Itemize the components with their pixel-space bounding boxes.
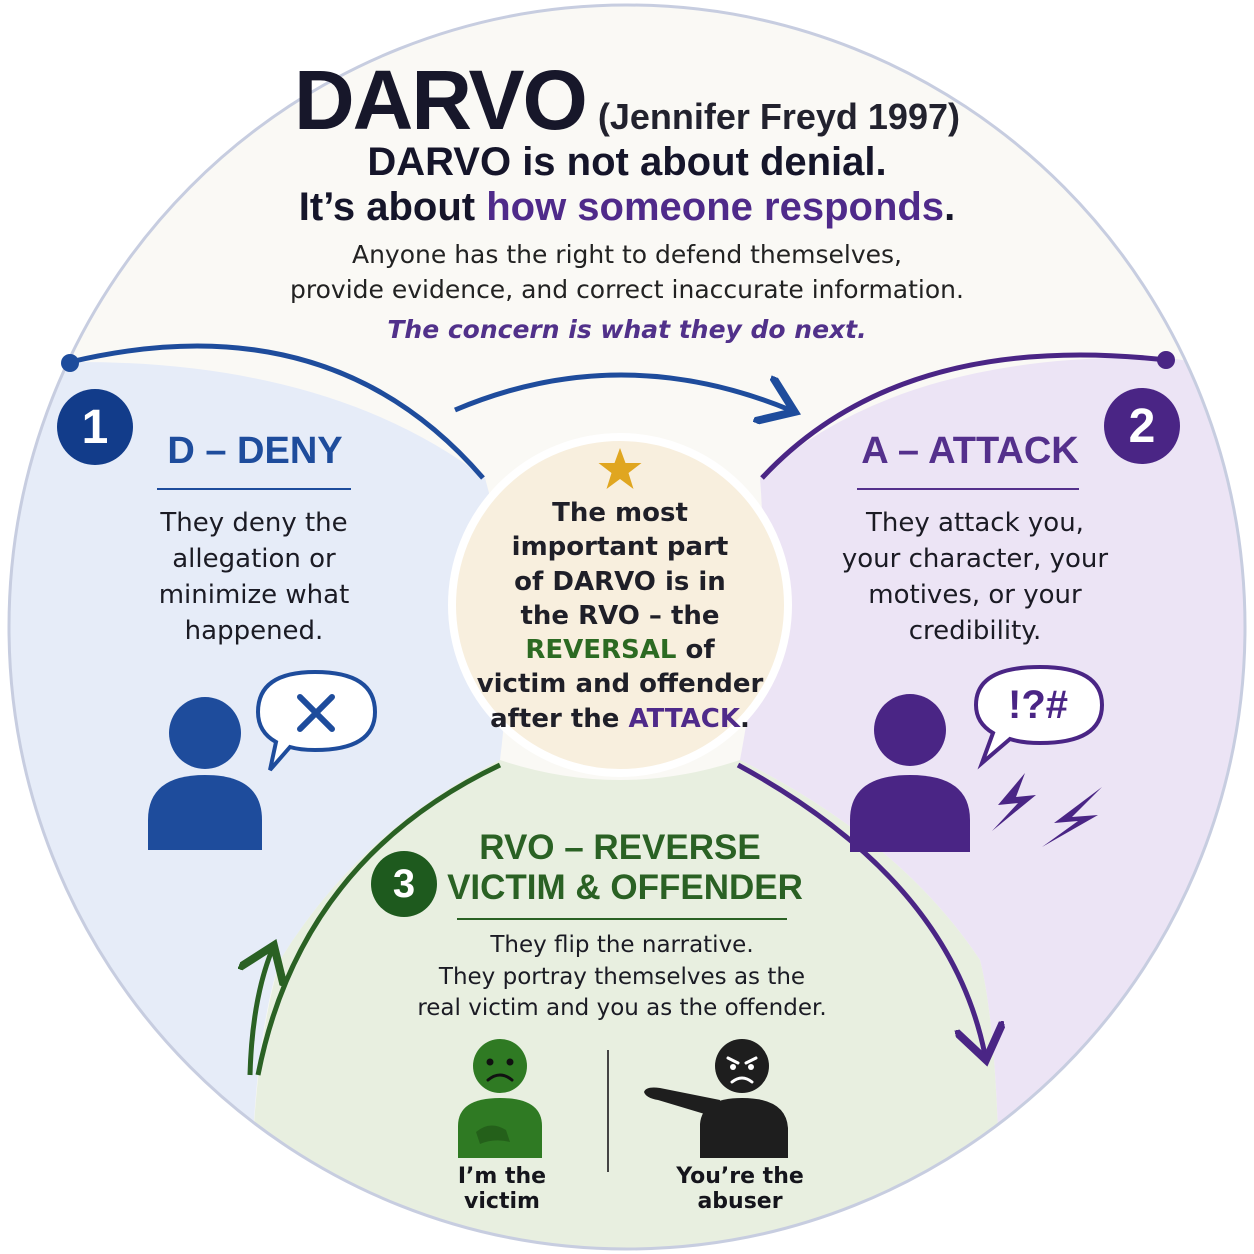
rvo-title-line-2: VICTIM & OFFENDER [447, 868, 803, 907]
step-2-badge: 2 [1104, 388, 1180, 464]
victim-caption-line: I’m the [457, 1164, 547, 1189]
rvo-line: real victim and you as the offender. [417, 995, 827, 1021]
deny-line: happened. [184, 616, 324, 646]
attack-line: credibility. [908, 616, 1042, 646]
angry-pointing-person-icon [644, 1039, 788, 1158]
step-1-badge: 1 [57, 389, 133, 465]
deny-line: They deny the [160, 508, 348, 538]
center-line: victim and offender [476, 669, 764, 700]
rvo-line: They flip the narrative. [490, 932, 754, 958]
center-line: of DARVO is in [514, 566, 726, 597]
center-line: REVERSAL of [470, 633, 770, 667]
concern-text: The concern is what they do next. [387, 315, 867, 344]
person-icon [850, 694, 970, 852]
center-line-7-suffix: . [740, 703, 750, 734]
attack-line: motives, or your [868, 580, 1082, 610]
title-row: DARVO(Jennifer Freyd 1997) [0, 52, 1254, 149]
attack-title: A – ATTACK [861, 430, 1079, 472]
speech-bubble-x-icon [255, 669, 378, 772]
sad-person-icon [458, 1039, 542, 1158]
center-key-point: The most important part of DARVO is in t… [470, 496, 770, 736]
deny-description: They deny the allegation or minimize wha… [120, 505, 388, 649]
headline-line-2-suffix: . [944, 185, 956, 229]
headline-highlight: how someone responds [486, 185, 945, 229]
deny-line: minimize what [158, 580, 350, 610]
center-line: after the ATTACK. [470, 702, 770, 736]
headline-line-1: DARVO is not about denial. [367, 140, 887, 184]
victim-caption-line: victim [464, 1189, 540, 1214]
comparison-divider [607, 1050, 609, 1172]
center-line-7-prefix: after the [490, 703, 629, 734]
attack-line: They attack you, [866, 508, 1084, 538]
attack-bubble-text: !?# [1008, 683, 1068, 727]
rvo-description: They flip the narrative. They portray th… [380, 930, 864, 1025]
center-line: important part [511, 532, 729, 563]
abuser-caption-line: You’re the [676, 1164, 804, 1189]
step-3-badge: 3 [371, 851, 437, 917]
title-citation: (Jennifer Freyd 1997) [597, 96, 960, 137]
star-icon [598, 448, 642, 489]
intro-line-1: Anyone has the right to defend themselve… [351, 240, 903, 269]
rvo-divider [457, 918, 787, 920]
page-title: DARVO [294, 53, 588, 147]
lightning-icon [992, 773, 1102, 847]
speech-bubble-icon [973, 664, 1105, 770]
center-line: The most [552, 498, 688, 528]
victim-caption: I’m the victim [430, 1164, 574, 1214]
deny-divider [157, 488, 351, 490]
deny-line: allegation or [172, 544, 336, 574]
attack-line: your character, your [841, 544, 1109, 574]
attack-illustration [850, 664, 1105, 852]
attack-description: They attack you, your character, your mo… [820, 505, 1130, 649]
rvo-title-line-1: RVO – REVERSE [479, 828, 761, 867]
headline-line-2: It’s about how someone responds. [0, 185, 1254, 230]
intro-line-2: provide evidence, and correct inaccurate… [290, 275, 964, 304]
person-icon [148, 697, 262, 850]
reversal-highlight: REVERSAL [525, 635, 677, 666]
center-line-5-suffix: of [676, 635, 715, 666]
rvo-line: They portray themselves as the [438, 963, 806, 990]
deny-illustration [148, 669, 378, 850]
deny-title: D – DENY [167, 430, 343, 472]
attack-divider [857, 488, 1079, 490]
abuser-caption-line: abuser [697, 1189, 783, 1214]
headline-line-2-prefix: It’s about [298, 185, 487, 229]
abuser-caption: You’re the abuser [660, 1164, 820, 1214]
center-line: the RVO – the [520, 600, 720, 631]
attack-highlight: ATTACK [628, 703, 741, 734]
